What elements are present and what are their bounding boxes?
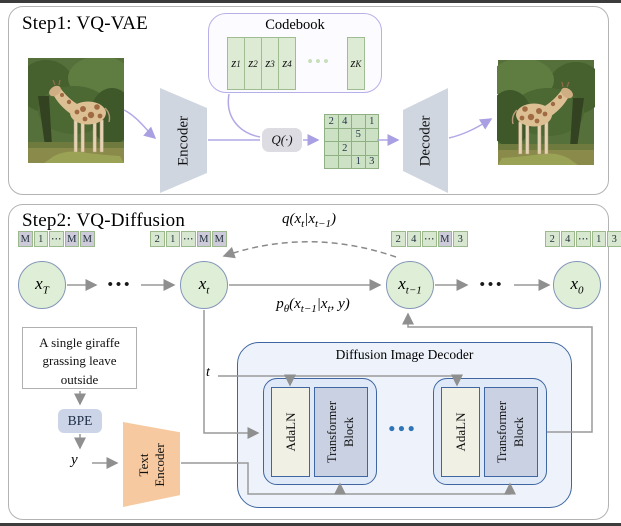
token-sequence-x0: 2 4 ⋯ 1 3	[545, 231, 621, 247]
bpe-box: BPE	[58, 409, 102, 433]
prompt-line: outside	[60, 371, 99, 387]
token-cell: 4	[560, 231, 575, 247]
vqvae-encoder: Encoder	[160, 88, 207, 193]
token-cell: 1	[165, 231, 180, 247]
grid-cell: 1	[365, 115, 378, 128]
state-xt: xt	[180, 261, 228, 309]
token-cell: M	[64, 231, 79, 247]
token-sequence-xt-1: 2 4 ⋯ M 3	[391, 231, 468, 247]
transformer-block-2: Transformer Block	[484, 387, 538, 477]
state-x0-label: x0	[570, 273, 584, 297]
transformer-block-1: Transformer Block	[314, 387, 368, 477]
grid-cell: 5	[352, 128, 365, 141]
token-cell: 4	[406, 231, 421, 247]
token-cell: 2	[391, 231, 406, 247]
adaln-box-1: AdaLN	[271, 387, 310, 477]
token-sequence-xt: 2 1 ⋯ M M	[150, 231, 227, 247]
codebook-title: Codebook	[265, 17, 325, 33]
token-cell: 1	[591, 231, 606, 247]
adaln-label: AdaLN	[282, 412, 298, 452]
token-cell: M	[212, 231, 227, 247]
giraffe-photo-graphic	[497, 60, 595, 165]
encoder-label: Encoder	[175, 115, 191, 166]
q-formula: q(xt|xt−1)	[282, 211, 336, 230]
y-label: y	[71, 452, 78, 468]
bottom-border-line	[0, 523, 621, 526]
grid-cell: 2	[325, 115, 338, 128]
token-cell: 1	[33, 231, 48, 247]
grid-cell	[325, 155, 338, 168]
decoder-ellipsis: •••	[388, 419, 418, 440]
transformer-block-label: Transformer Block	[495, 400, 526, 464]
text-encoder-label: Text Encoder	[135, 442, 167, 487]
chain-ellipsis-right: •••	[479, 277, 505, 293]
grid-cell	[338, 155, 351, 168]
token-cell: M	[80, 231, 95, 247]
token-cell: M	[196, 231, 211, 247]
transformer-block-label: Transformer Block	[325, 400, 356, 464]
quantizer-box: Q(·)	[262, 128, 302, 152]
grid-cell	[352, 115, 365, 128]
input-image	[28, 58, 124, 163]
state-xt-1-label: xt−1	[398, 273, 422, 297]
text-encoder: Text Encoder	[123, 422, 180, 507]
token-cell: 2	[545, 231, 560, 247]
grid-cell: 4	[338, 115, 351, 128]
token-cell: 3	[607, 231, 621, 247]
decoder-label: Decoder	[417, 115, 433, 166]
chain-ellipsis-left: •••	[107, 277, 133, 293]
state-xt-1: xt−1	[386, 261, 434, 309]
token-cell: ⋯	[181, 231, 196, 247]
token-cell: M	[18, 231, 33, 247]
step1-title: Step1: VQ-VAE	[22, 13, 148, 34]
state-xT: xT	[18, 261, 66, 309]
state-xT-label: xT	[35, 273, 49, 297]
diffusion-decoder-title: Diffusion Image Decoder	[335, 347, 474, 362]
token-grid: 2 4 1 5 2 1 3	[324, 114, 379, 169]
grid-cell	[365, 142, 378, 155]
token-cell: ⋯	[49, 231, 64, 247]
token-cell: ⋯	[422, 231, 437, 247]
token-cell: 2	[150, 231, 165, 247]
grid-cell	[365, 128, 378, 141]
top-border-line	[0, 0, 621, 3]
prompt-line: grassing leave	[42, 353, 117, 369]
step2-title: Step2: VQ-Diffusion	[22, 210, 186, 231]
grid-cell	[325, 128, 338, 141]
grid-cell	[352, 142, 365, 155]
token-cell: M	[437, 231, 452, 247]
output-image	[497, 60, 595, 165]
token-cell: ⋯	[576, 231, 591, 247]
state-xt-label: xt	[198, 273, 210, 297]
grid-cell: 3	[365, 155, 378, 168]
adaln-box-2: AdaLN	[441, 387, 480, 477]
grid-cell: 1	[352, 155, 365, 168]
token-sequence-xT: M 1 ⋯ M M	[18, 231, 95, 247]
codebook-ellipsis: •••	[307, 52, 331, 71]
adaln-label: AdaLN	[452, 412, 468, 452]
grid-cell	[338, 128, 351, 141]
t-label: t	[206, 365, 210, 380]
p-theta-formula: pθ(xt−1|xt, y)	[276, 296, 350, 315]
text-prompt-box: A single giraffe grassing leave outside	[22, 327, 137, 389]
grid-cell	[325, 142, 338, 155]
state-x0: x0	[553, 261, 601, 309]
token-cell: 3	[453, 231, 468, 247]
prompt-line: A single giraffe	[39, 335, 120, 350]
giraffe-photo-graphic	[28, 58, 124, 163]
grid-cell: 2	[338, 142, 351, 155]
